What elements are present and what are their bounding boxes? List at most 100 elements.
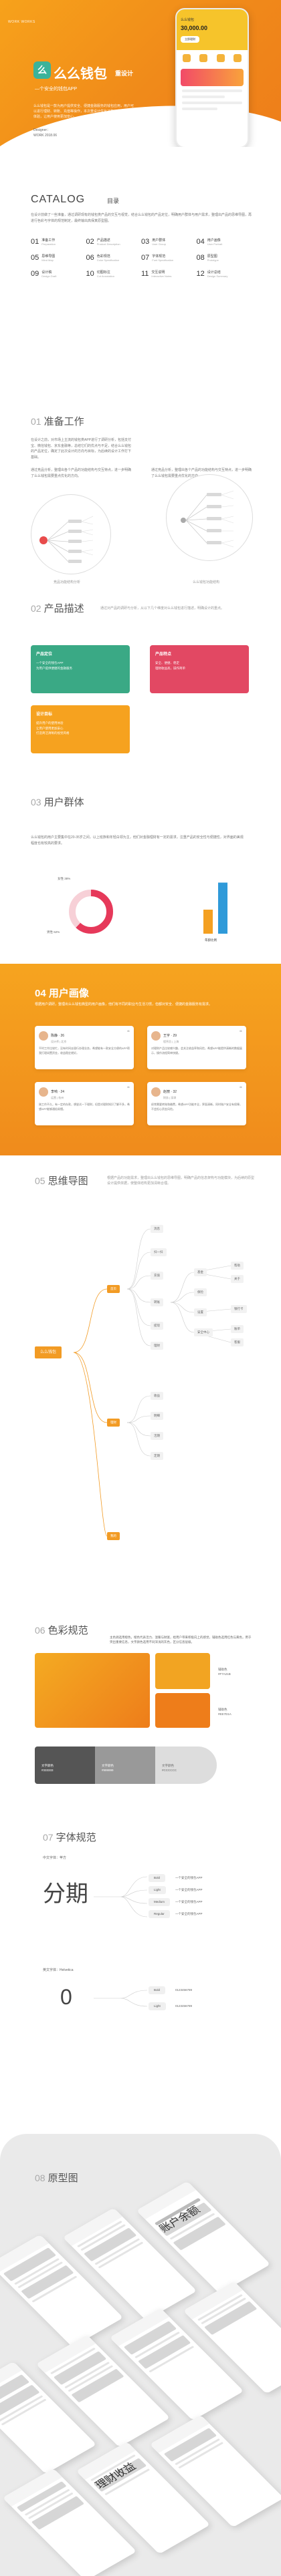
card-goals: 设计目标 提升用户的使用体验 让用户使用更加安心 打造简洁清晰的视觉风格 [31, 705, 130, 753]
quote-icon: ❝ [126, 1085, 130, 1091]
section-num: 02 [31, 603, 41, 614]
toc-cn: 设计总结 [207, 270, 221, 274]
section-name: 思维导图 [48, 1175, 88, 1187]
mindmap-branch: 我的 [107, 1532, 120, 1540]
donut-label-female: 女性 38% [58, 877, 71, 880]
mindmap-leaf: 关于 [231, 1275, 244, 1283]
phone-status-bar [177, 9, 248, 15]
wallet-icon[interactable] [182, 54, 191, 62]
hero-meta-1: Designer： [33, 128, 51, 132]
font-sample-text: 一个安全的钱包APP [175, 1888, 203, 1891]
phone-icon-row [177, 50, 248, 66]
hero-meta-2: WORK 2018.06 [33, 133, 58, 138]
product-sub: 通过对产品的调研与分析，从以下几个维度对么么钱包进行描述，明确设计的重点。 [100, 606, 225, 610]
phone-invest-button[interactable]: 立即理财 [181, 36, 199, 43]
prep-circle-1 [31, 494, 111, 574]
text-light-label: 文字颜色 #CCCCCC [162, 1763, 177, 1773]
toc-num: 03 [141, 238, 150, 246]
section-name: 色彩规范 [48, 1625, 88, 1636]
toc-cn: 思维导图 [41, 254, 56, 258]
label: 文字颜色 [41, 1764, 54, 1767]
persona-name: 陈静 · 26 [51, 1034, 65, 1039]
avatar [39, 1031, 48, 1041]
card-line: 提升用户的使用体验 [36, 721, 64, 725]
app-icon: 么 [33, 61, 51, 79]
mindmap-leaf: 理财 [151, 1342, 163, 1350]
persona-meta: 运营 | 杭州 [51, 1096, 64, 1099]
mindmap-branch: 理财 [107, 1419, 120, 1427]
persona-desc: 根据用户调研，整理出么么钱包典型的用户画像，他们有不同的职业与生活习惯，但都对安… [35, 1002, 213, 1006]
persona-text: 经常需要转账和缴费，希望APP功能齐全，界面清晰，同时账户安全有保障，不会担心资… [151, 1103, 243, 1111]
label: 辅助色 [218, 1668, 227, 1671]
toc-cn: 用户画像 [207, 238, 221, 242]
mindmap-leaf: 账单 [231, 1325, 244, 1333]
toc-en: User Portrait [207, 242, 223, 246]
toc-num: 11 [141, 270, 149, 278]
card-line: 安全、便捷、稳定 [155, 661, 179, 665]
toc-cn: 原型图 [207, 254, 217, 258]
mindmap-leaf: 提现 [151, 1322, 163, 1330]
age-bar-chart [203, 882, 227, 934]
swatch-aux-1 [155, 1653, 210, 1689]
hero-meta: Designer： WORK 2018.06 [33, 128, 57, 138]
hero-banner: WORK WORKS 么 么么钱包 重设计 —个安全的钱包APP 么么钱包是一款… [0, 0, 281, 147]
card-line: 让用户使用更加安心 [36, 726, 64, 730]
catalog-desc: 在设计前做了一些准备，通过调研现有的钱包类产品的交互与视觉，结合么么钱包的产品定… [31, 213, 252, 223]
toc-cn: 准备工作 [41, 238, 56, 242]
card-positioning: 产品定位 一个安全的钱包APP 为用户提供便捷的金融服务 [31, 645, 130, 693]
section-title-persona: 04 用户画像 [35, 986, 89, 1000]
recharge-icon[interactable] [216, 54, 225, 62]
mindmap-leaf: 收益 [151, 1392, 163, 1400]
section-name: 准备工作 [43, 416, 84, 427]
prep-desc-2: 通过竞品分析，整理出各个产品的功能结构与交互特点，进一步明确了么么钱包需要重点优… [31, 468, 132, 478]
phone-banner[interactable] [181, 69, 244, 86]
persona-text: 对理财产品比较感兴趣，会关注收益率和风险，希望APP能提供清晰的数据展示，操作流… [151, 1047, 243, 1055]
transfer-icon[interactable] [199, 54, 208, 62]
hex: #F7A21B [218, 1672, 231, 1676]
font-cn-label: 中文字体：苹方 [43, 1856, 67, 1860]
toc-cn: 用户群体 [152, 238, 166, 242]
toc-cn: 产品描述 [96, 238, 110, 242]
toc-en: Design Draft [41, 274, 57, 278]
toc-cn: 色彩规范 [96, 254, 110, 258]
hero-title: 么么钱包 [54, 67, 107, 81]
bar-caption: 年龄比例 [205, 938, 217, 942]
hex: #EE7D1A [218, 1712, 231, 1716]
hex: #CCCCCC [162, 1769, 177, 1773]
section-name: 用户群体 [43, 797, 84, 808]
card-line: 一个安全的钱包APP [36, 661, 64, 665]
font-weight-pill: Bold [149, 1874, 166, 1882]
font-en-label: 英文字体：Helvetica [43, 1968, 74, 1972]
phone-mockup: 么么钱包 30,000.00 立即理财 [175, 8, 249, 147]
font-sample-text: 一个安全的钱包APP [175, 1876, 203, 1879]
prep-desc-right: 通过竞品分析，整理出各个产品的功能结构与交互特点，进一步明确了么么钱包需要重点优… [151, 468, 252, 478]
hex: #333333 [41, 1769, 54, 1773]
mindmap-leaf: 安全中心 [194, 1328, 213, 1336]
swatch-aux-2 [155, 1693, 210, 1728]
card-icon[interactable] [233, 54, 242, 62]
toc-cn: 设计稿 [41, 270, 52, 274]
hero-slogan: —个安全的钱包APP [35, 87, 78, 91]
